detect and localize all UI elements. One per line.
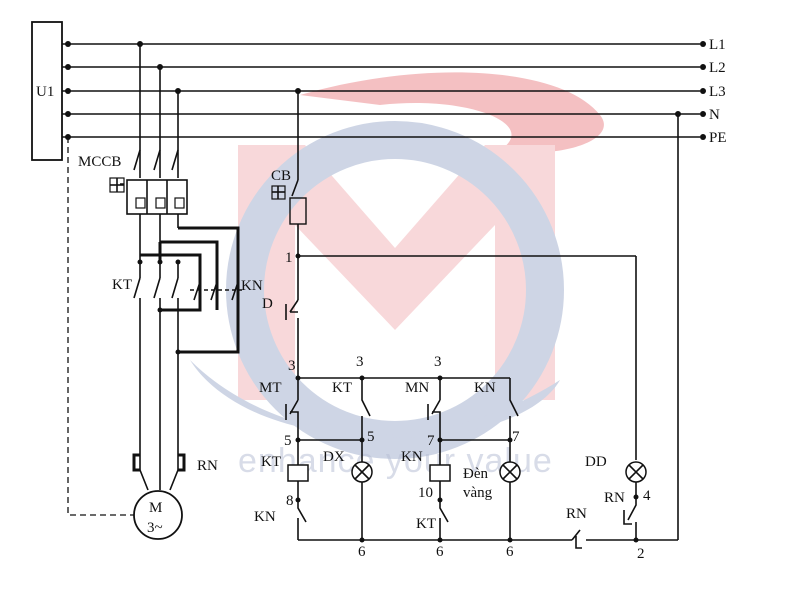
node-5-label-b: 5 — [367, 429, 375, 445]
source-u1-label: U1 — [36, 84, 54, 100]
node-6-label-a: 6 — [358, 544, 366, 560]
node-6-label-c: 6 — [506, 544, 514, 560]
den-label: Đèn — [463, 466, 488, 482]
kt-coil-label: KT — [261, 454, 281, 470]
terminal-dot — [65, 88, 71, 94]
vang-label: vàng — [463, 485, 493, 501]
node-10-label: 10 — [418, 485, 433, 501]
node-3-label-a: 3 — [288, 358, 296, 374]
kn-coil — [429, 464, 451, 482]
rn-lamp-label: RN — [604, 490, 625, 506]
rn-main-label: RN — [197, 458, 218, 474]
node-3-label-c: 3 — [434, 354, 442, 370]
mccb-label: MCCB — [78, 154, 121, 170]
node-4-label: 4 — [643, 488, 651, 504]
node-7-label-b: 7 — [512, 429, 520, 445]
terminal-dot — [700, 134, 706, 140]
motor-m-label: M — [149, 500, 162, 516]
node-7-label-a: 7 — [427, 433, 435, 449]
dx-label: DX — [323, 449, 345, 465]
terminal-dot — [700, 111, 706, 117]
watermark-red-m — [238, 145, 555, 400]
kn-interlock-label: KN — [254, 509, 276, 525]
rn-bottom-label: RN — [566, 506, 587, 522]
terminal-dot — [700, 41, 706, 47]
terminal-dot — [65, 111, 71, 117]
watermark-logo — [190, 72, 604, 459]
kt-aux-label: KT — [332, 380, 352, 396]
kt-interlock-label: KT — [416, 516, 436, 532]
mt-label: MT — [259, 380, 282, 396]
motor-3-label: 3~ — [147, 520, 163, 536]
cb-label: CB — [271, 168, 291, 184]
dd-label: DD — [585, 454, 607, 470]
line-label-pe: PE — [709, 130, 727, 146]
line-label-l1: L1 — [709, 37, 726, 53]
node-6-label-b: 6 — [436, 544, 444, 560]
watermark-blue-ring — [226, 121, 564, 459]
node-5-label-a: 5 — [284, 433, 292, 449]
terminal-dot — [65, 41, 71, 47]
terminal-dot — [65, 64, 71, 70]
kn-aux-label: KN — [474, 380, 496, 396]
mccb-block — [126, 179, 188, 215]
mn-label: MN — [405, 380, 429, 396]
kn-main-label: KN — [241, 278, 263, 294]
kt-main-label: KT — [112, 277, 132, 293]
node-2-label: 2 — [637, 546, 645, 562]
terminal-dot — [700, 88, 706, 94]
kt-coil — [287, 464, 309, 482]
d-ctrl-label: D — [262, 296, 273, 312]
main-power-circuit — [67, 41, 242, 540]
node-3-label-b: 3 — [356, 354, 364, 370]
kn-coil-label: KN — [401, 449, 423, 465]
watermark-blue-swoosh — [190, 360, 560, 438]
line-label-n: N — [709, 107, 720, 123]
node-1-label: 1 — [285, 250, 293, 266]
line-label-l3: L3 — [709, 84, 726, 100]
control-circuit — [271, 88, 681, 549]
line-label-l2: L2 — [709, 60, 726, 76]
node-8-label: 8 — [286, 493, 294, 509]
watermark-red-arc — [300, 72, 604, 153]
terminal-dot — [700, 64, 706, 70]
